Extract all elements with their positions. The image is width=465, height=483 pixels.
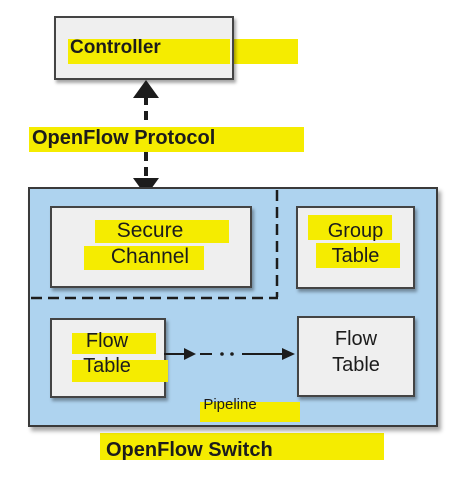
highlight-switch-label	[100, 433, 384, 460]
flow-table-1-line1: Flow	[85, 330, 129, 352]
secure-channel-line2: Channel	[110, 245, 190, 268]
flow-table-2-box	[297, 316, 415, 397]
highlight-secure	[95, 220, 229, 243]
controller-label: Controller	[70, 37, 161, 58]
pipeline-arrow-head-2	[282, 348, 295, 360]
pipeline-label: Pipeline	[203, 396, 257, 413]
flow-table-2-line2: Table	[332, 354, 380, 376]
switch-label: OpenFlow Switch	[106, 439, 273, 461]
highlight-flow-1	[72, 333, 156, 354]
group-table-line1: Group	[327, 220, 384, 242]
flow-table-1-line2: Table	[83, 355, 131, 377]
highlight-table-1	[72, 360, 168, 382]
highlight-controller-inner	[68, 39, 230, 64]
group-table-line2: Table	[331, 245, 380, 267]
secure-channel-line1: Secure	[116, 219, 184, 242]
highlight-protocol	[29, 127, 304, 152]
highlight-group-table	[316, 243, 400, 268]
arrow-head-up	[133, 80, 159, 98]
highlight-channel	[84, 246, 204, 270]
pipeline-arrow-head-1	[184, 348, 196, 360]
flow-table-2-line1: Flow	[334, 328, 378, 350]
protocol-label: OpenFlow Protocol	[32, 127, 216, 149]
highlight-pipeline	[200, 402, 300, 422]
flow-table-1-box	[50, 318, 166, 398]
highlight-group	[308, 215, 392, 240]
